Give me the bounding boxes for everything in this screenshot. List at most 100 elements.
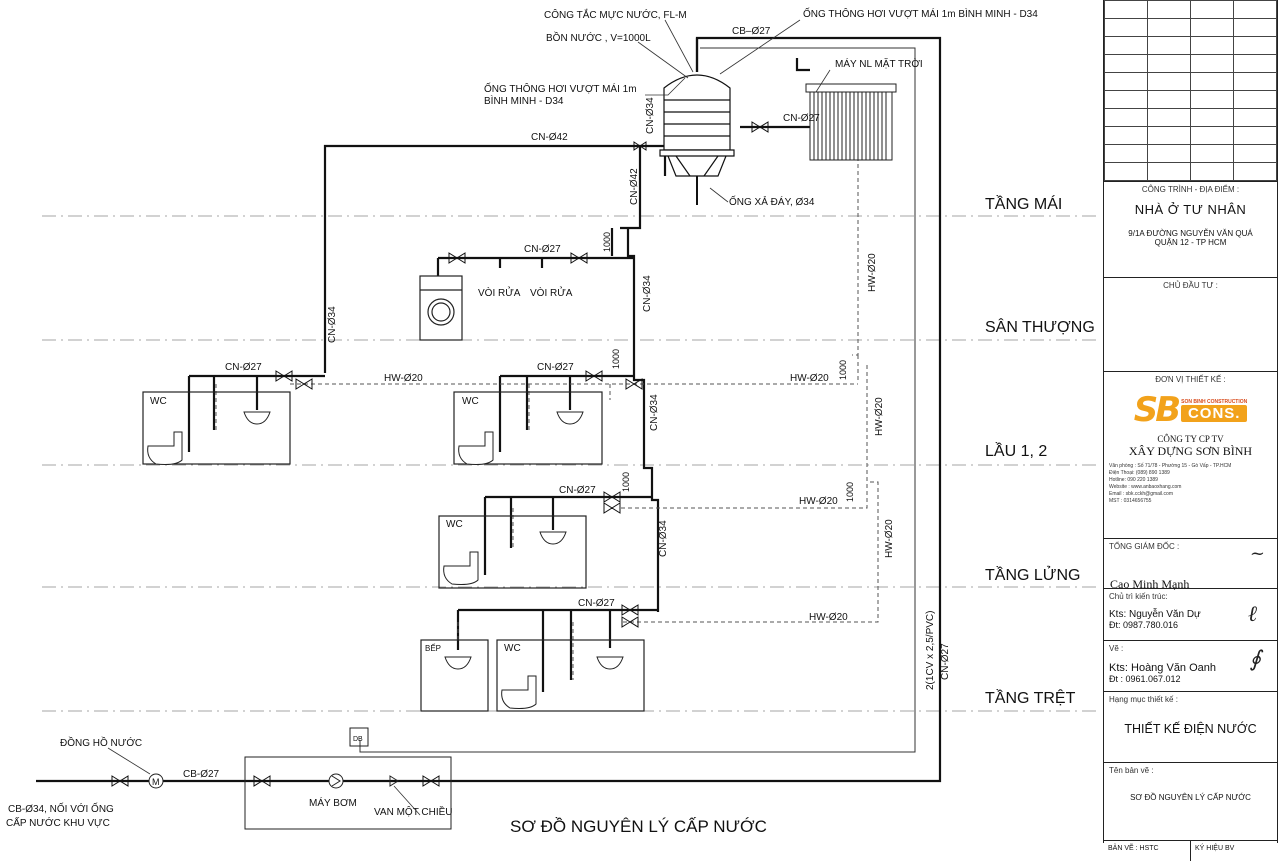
label-motor: M (152, 777, 160, 787)
label-cn27-solar: CN-Ø27 (783, 113, 820, 124)
label-wc-b: WC (462, 396, 479, 407)
label-vent-top: ỐNG THÔNG HƠI VƯỢT MÁI 1m BÌNH MINH - D3… (803, 6, 1038, 20)
label-wc-d: WC (504, 643, 521, 654)
label-hw20-v3: HW-Ø20 (884, 519, 895, 558)
label-cb27: CB-Ø27 (183, 769, 220, 780)
water-tank (659, 74, 735, 205)
label-vent-left-1: ỐNG THÔNG HƠI VƯỢT MÁI 1m (484, 81, 637, 95)
project-address-1: 9/1A ĐƯỜNG NGUYỄN VĂN QUÁ (1128, 229, 1253, 238)
company-line-2: XÂY DỰNG SƠN BÌNH (1128, 444, 1253, 458)
washing-machine (419, 275, 463, 341)
level-labels: TẦNG MÁI SÂN THƯỢNG LẦU 1, 2 TẦNG LỬNG T… (985, 194, 1095, 707)
level-label-terrace: SÂN THƯỢNG (985, 317, 1095, 336)
label-height-b: 1000 (611, 349, 621, 369)
label-hw20-mezz: HW-Ø20 (799, 496, 838, 507)
owner-section: CHỦ ĐẦU TƯ : (1104, 278, 1277, 372)
label-pump: MÁY BƠM (309, 796, 357, 809)
label-kitchen: BẾP (425, 643, 441, 653)
level-label-roof: TẦNG MÁI (985, 194, 1062, 213)
designer-section: ĐƠN VỊ THIẾT KẾ : SB SON BINH CONSTRUCTI… (1104, 372, 1277, 539)
label-meter: ĐỒNG HỒ NƯỚC (60, 736, 142, 749)
drawn-section: Vẽ : Kts: Hoàng Văn Oanh Đt : 0961.067.0… (1104, 641, 1277, 692)
label-cable: 2(1CV x 2,5/PVC) (925, 611, 936, 690)
label-hw20-l1b: HW-Ø20 (790, 373, 829, 384)
diagram-title: SƠ ĐỒ NGUYÊN LÝ CẤP NƯỚC (510, 817, 767, 836)
owner-caption: CHỦ ĐẦU TƯ : (1163, 281, 1218, 290)
project-caption: CÔNG TRÌNH - ĐỊA ĐIỂM : (1141, 185, 1240, 194)
company-mst: MST : 0314656755 (1109, 498, 1152, 504)
category-value: THIẾT KẾ ĐIỆN NƯỚC (1124, 722, 1257, 736)
level-label-floor-1-2: LẦU 1, 2 (985, 441, 1047, 460)
label-cn34-c: CN-Ø34 (649, 394, 660, 431)
pipe-labels: CÔNG TẮC MỰC NƯỚC, FL-M BỒN NƯỚC , V=100… (6, 6, 1038, 836)
label-height-d: 1000 (838, 360, 848, 380)
logo-tagline: SON BINH CONSTRUCTION (1181, 398, 1248, 405)
company-email: Email : sbk.cckh@gmail.com (1109, 491, 1173, 497)
company-line-1: CÔNG TY CP TV (1157, 434, 1224, 444)
footer-right: KÝ HIỆU BV (1195, 845, 1235, 852)
label-hw20-v1: HW-Ø20 (867, 253, 878, 292)
label-cn27-terrace: CN-Ø27 (524, 244, 561, 255)
label-hw20-ground: HW-Ø20 (809, 612, 848, 623)
label-cn34-a: CN-Ø34 (327, 306, 338, 343)
revision-grid (1104, 0, 1277, 182)
company-website: Website : www.anbaoxhang.com (1109, 484, 1182, 490)
project-name: NHÀ Ở TƯ NHÂN (1134, 202, 1247, 217)
logo-word: CONS. (1181, 404, 1248, 422)
leader-lines (107, 19, 831, 816)
valves (111, 121, 769, 787)
label-hw20-v2: HW-Ø20 (874, 397, 885, 436)
director-name: Cao Minh Mạnh (1110, 577, 1190, 591)
label-solar: MÁY NL MẶT TRỜI (835, 57, 923, 70)
director-signature: ~ (1249, 543, 1265, 564)
title-block: CÔNG TRÌNH - ĐỊA ĐIỂM : NHÀ Ở TƯ NHÂN 9/… (1103, 0, 1278, 861)
label-cn27-wc2: CN-Ø27 (537, 362, 574, 373)
category-section: Hạng mục thiết kế : THIẾT KẾ ĐIỆN NƯỚC (1104, 692, 1277, 763)
company-office: Văn phòng : Số 71/78 - Phường 15 - Gò Vấ… (1109, 463, 1232, 469)
company-hotline: Hotline: 090 220 1389 (1109, 477, 1158, 483)
architect-section: Chủ trì kiến trúc: Kts: Nguyễn Văn Dự Đt… (1104, 589, 1277, 641)
solar-water-heater (805, 83, 897, 161)
label-faucet-2: VÒI RỬA (530, 286, 573, 299)
level-label-ground: TẦNG TRỆT (985, 688, 1076, 707)
label-db: DB (353, 736, 363, 743)
label-check-valve: VAN MỘT CHIỀU (374, 805, 453, 818)
drawn-signature: ∮ (1249, 647, 1261, 672)
label-height-a: 1000 (602, 232, 612, 252)
pump-skid (148, 727, 452, 830)
label-float-switch: CÔNG TẮC MỰC NƯỚC, FL-M (544, 8, 687, 21)
label-vent-left-2: BÌNH MINH - D34 (484, 94, 564, 107)
level-label-mezzanine: TẦNG LỬNG (985, 565, 1080, 584)
project-section: CÔNG TRÌNH - ĐỊA ĐIỂM : NHÀ Ở TƯ NHÂN 9/… (1104, 182, 1277, 278)
sheet-caption: Tên bản vẽ : (1109, 766, 1154, 775)
water-supply-schematic: TẦNG MÁI SÂN THƯỢNG LẦU 1, 2 TẦNG LỬNG T… (6, 6, 1098, 836)
drawn-caption: Vẽ : (1109, 644, 1124, 653)
label-cn27-mezz: CN-Ø27 (559, 485, 596, 496)
label-cn34-b: CN-Ø34 (642, 275, 653, 312)
label-cn27-ground: CN-Ø27 (578, 598, 615, 609)
label-supply-1: CB-Ø34, NỐI VỚI ỐNG (8, 801, 114, 815)
label-cn27-wc1: CN-Ø27 (225, 362, 262, 373)
label-tank-drain: ỐNG XẢ ĐÁY, Ø34 (729, 194, 815, 208)
architect-phone: Đt: 0987.780.016 (1109, 620, 1179, 630)
director-section: TỔNG GIÁM ĐỐC : ~ Cao Minh Mạnh (1104, 539, 1277, 591)
sheet-section: Tên bản vẽ : SƠ ĐỒ NGUYÊN LÝ CẤP NƯỚC (1104, 763, 1277, 841)
label-hw20-l1: HW-Ø20 (384, 373, 423, 384)
label-wc-c: WC (446, 519, 463, 530)
hot-water-lines (215, 150, 879, 680)
label-cb-top: CB–Ø27 (732, 26, 771, 37)
project-address-2: QUẬN 12 - TP HCM (1154, 238, 1227, 247)
architect-name: Kts: Nguyễn Văn Dự (1109, 609, 1201, 620)
company-logo: SB SON BINH CONSTRUCTION CONS. (1109, 390, 1272, 430)
logo-mark: SB (1133, 390, 1181, 430)
label-cn42-h: CN-Ø42 (531, 132, 568, 143)
label-faucet-1: VÒI RỬA (478, 286, 521, 299)
drawn-name: Kts: Hoàng Văn Oanh (1109, 662, 1217, 674)
main-pipes (36, 36, 942, 783)
label-supply-2: CẤP NƯỚC KHU VỰC (6, 816, 110, 829)
fixtures (147, 411, 624, 709)
company-phone: Điện Thoại: (089) 890 1389 (1109, 470, 1170, 476)
label-cn42-v: CN-Ø42 (629, 168, 640, 205)
label-height-c: 1000 (621, 472, 631, 492)
drawn-phone: Đt : 0961.067.012 (1109, 674, 1181, 684)
